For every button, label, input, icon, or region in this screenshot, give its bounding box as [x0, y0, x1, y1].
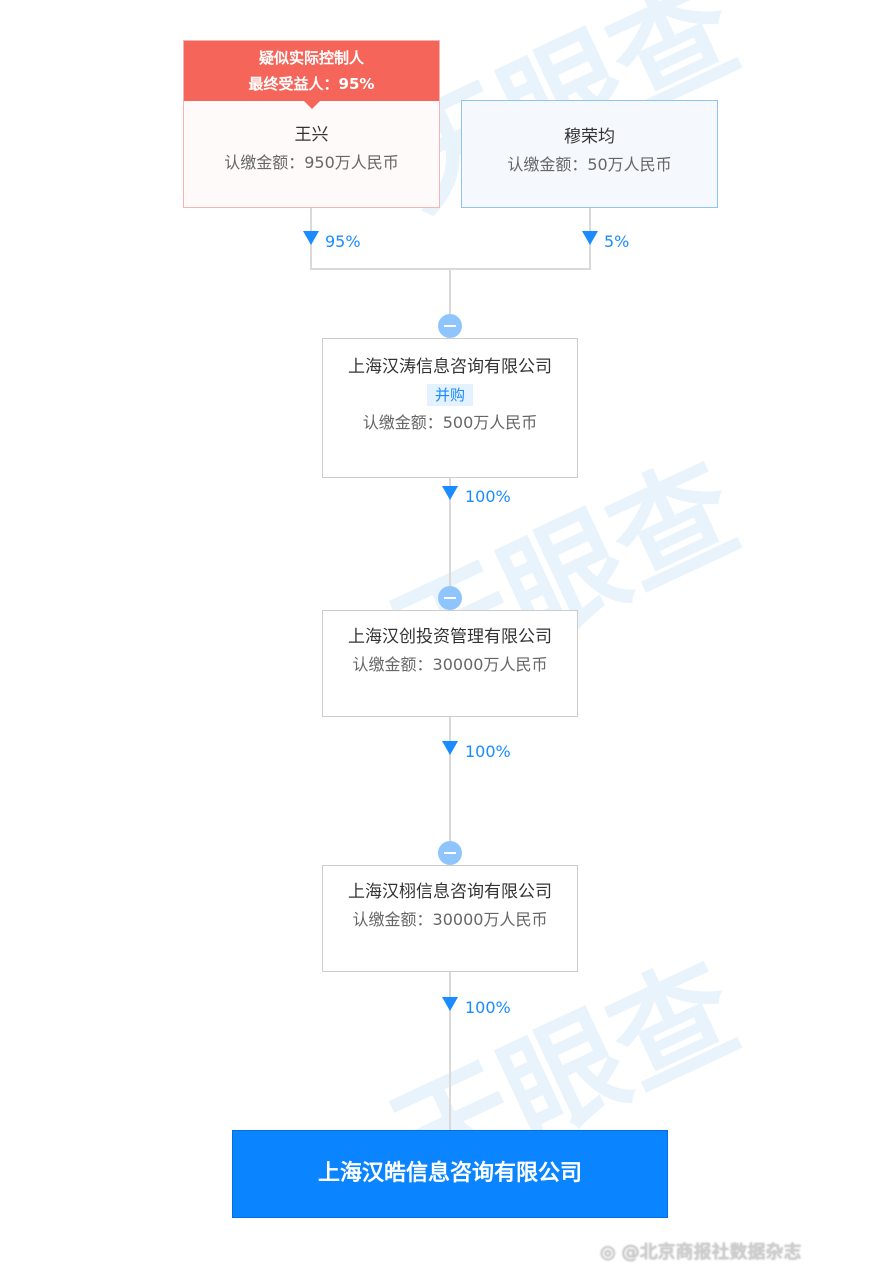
share-percent: 100% [465, 742, 511, 761]
arrow-down-icon [442, 486, 458, 500]
share-percent: 95% [325, 232, 361, 251]
shareholder-name: 穆荣均 [564, 127, 615, 147]
collapse-icon[interactable] [438, 314, 462, 338]
collapse-icon[interactable] [438, 586, 462, 610]
share-percent: 100% [465, 998, 511, 1017]
company-name: 上海汉创投资管理有限公司 [348, 627, 552, 647]
arrow-down-icon [303, 231, 319, 245]
share-percent: 100% [465, 487, 511, 506]
shareholder-amount: 认缴金额：950万人民币 [224, 153, 399, 172]
weibo-credit-watermark: ◎ @北京商报社数据杂志 [600, 1242, 802, 1263]
arrow-down-icon [582, 231, 598, 245]
company-amount: 认缴金额：30000万人民币 [352, 655, 548, 674]
shareholder-amount: 认缴金额：50万人民币 [507, 155, 672, 174]
arrow-down-icon [442, 997, 458, 1011]
share-percent: 5% [604, 232, 630, 251]
collapse-icon[interactable] [438, 841, 462, 865]
shareholder-name: 王兴 [294, 125, 329, 145]
company-node-hanchuang[interactable]: 上海汉创投资管理有限公司 认缴金额：30000万人民币 [322, 610, 578, 717]
company-name: 上海汉涛信息咨询有限公司 [348, 357, 552, 377]
arrow-down-icon [442, 741, 458, 755]
company-amount: 认缴金额：500万人民币 [362, 413, 538, 432]
company-node-hanxu[interactable]: 上海汉栩信息咨询有限公司 认缴金额：30000万人民币 [322, 865, 578, 972]
controller-badge: 疑似实际控制人 最终受益人：95% [184, 41, 439, 109]
weibo-icon: ◎ [600, 1242, 616, 1263]
target-company-node[interactable]: 上海汉皓信息咨询有限公司 [232, 1130, 668, 1218]
company-tag: 并购 [426, 384, 473, 406]
company-amount: 认缴金额：30000万人民币 [352, 910, 548, 929]
company-node-hantao[interactable]: 上海汉涛信息咨询有限公司 并购 认缴金额：500万人民币 [322, 338, 578, 478]
company-name: 上海汉栩信息咨询有限公司 [348, 882, 552, 902]
shareholder-node-wangxing[interactable]: 疑似实际控制人 最终受益人：95% 王兴 认缴金额：950万人民币 [183, 40, 440, 208]
target-company-name: 上海汉皓信息咨询有限公司 [317, 1161, 582, 1186]
shareholder-node-murongjun[interactable]: 穆荣均 认缴金额：50万人民币 [461, 100, 718, 208]
